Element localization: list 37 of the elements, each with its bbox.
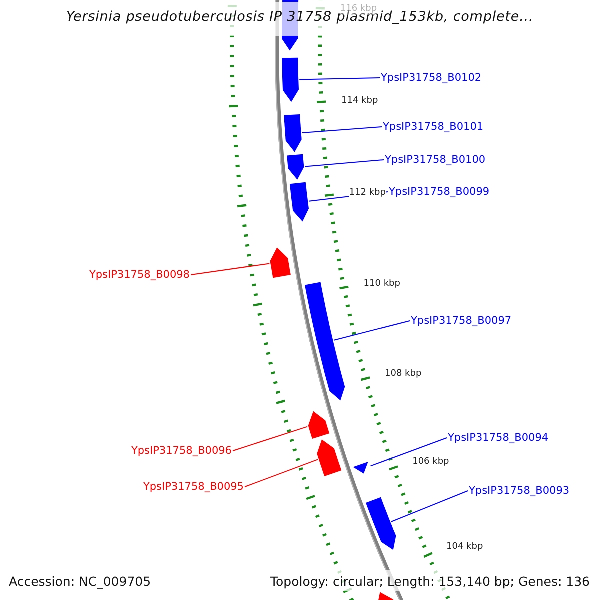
gene-label: YpsIP31758_B0097 [411,314,512,328]
gene-label: YpsIP31758_B0102 [381,71,482,85]
accession-text: Accession: NC_009705 [9,574,152,589]
leader-line [190,263,270,276]
scale-label: 110 kbp [364,278,400,290]
gene-label: YpsIP31758_B0093 [469,484,570,498]
gene-label: YpsIP31758_B0094 [448,431,549,445]
gene-feature [290,182,309,222]
gene-feature [287,154,304,180]
leader-line [391,490,468,522]
gene-feature [366,497,396,550]
gene-feature [270,248,291,278]
gene-label: YpsIP31758_B0096 [131,444,232,458]
scale-label: 112 kbp [349,186,386,199]
gene-feature [284,114,302,152]
leader-line [232,426,308,452]
gene-feature [317,440,342,476]
gene-feature [305,282,346,401]
gene-label: YpsIP31758_B0095 [143,480,244,494]
gene-feature [282,58,299,102]
leader-line [244,459,318,488]
gene-feature [353,462,368,474]
gene-label: YpsIP31758_B0100 [385,153,486,167]
gene-label: YpsIP31758_B0098 [89,268,190,282]
scale-label: 108 kbp [385,368,422,380]
leader-line [334,320,410,341]
leader-line [370,438,448,467]
leader-line [299,78,380,80]
gene-label: YpsIP31758_B0101 [383,120,484,134]
scale-label: 106 kbp [412,456,450,468]
gene-label: YpsIP31758_B0099 [389,185,490,199]
scale-label: 114 kbp [342,95,378,108]
leader-line [302,126,382,134]
leader-line [304,160,384,168]
gene-feature [308,411,330,439]
scale-label: 104 kbp [446,541,484,554]
genome-summary-text: Topology: circular; Length: 153,140 bp; Genes: 136 [270,574,590,589]
